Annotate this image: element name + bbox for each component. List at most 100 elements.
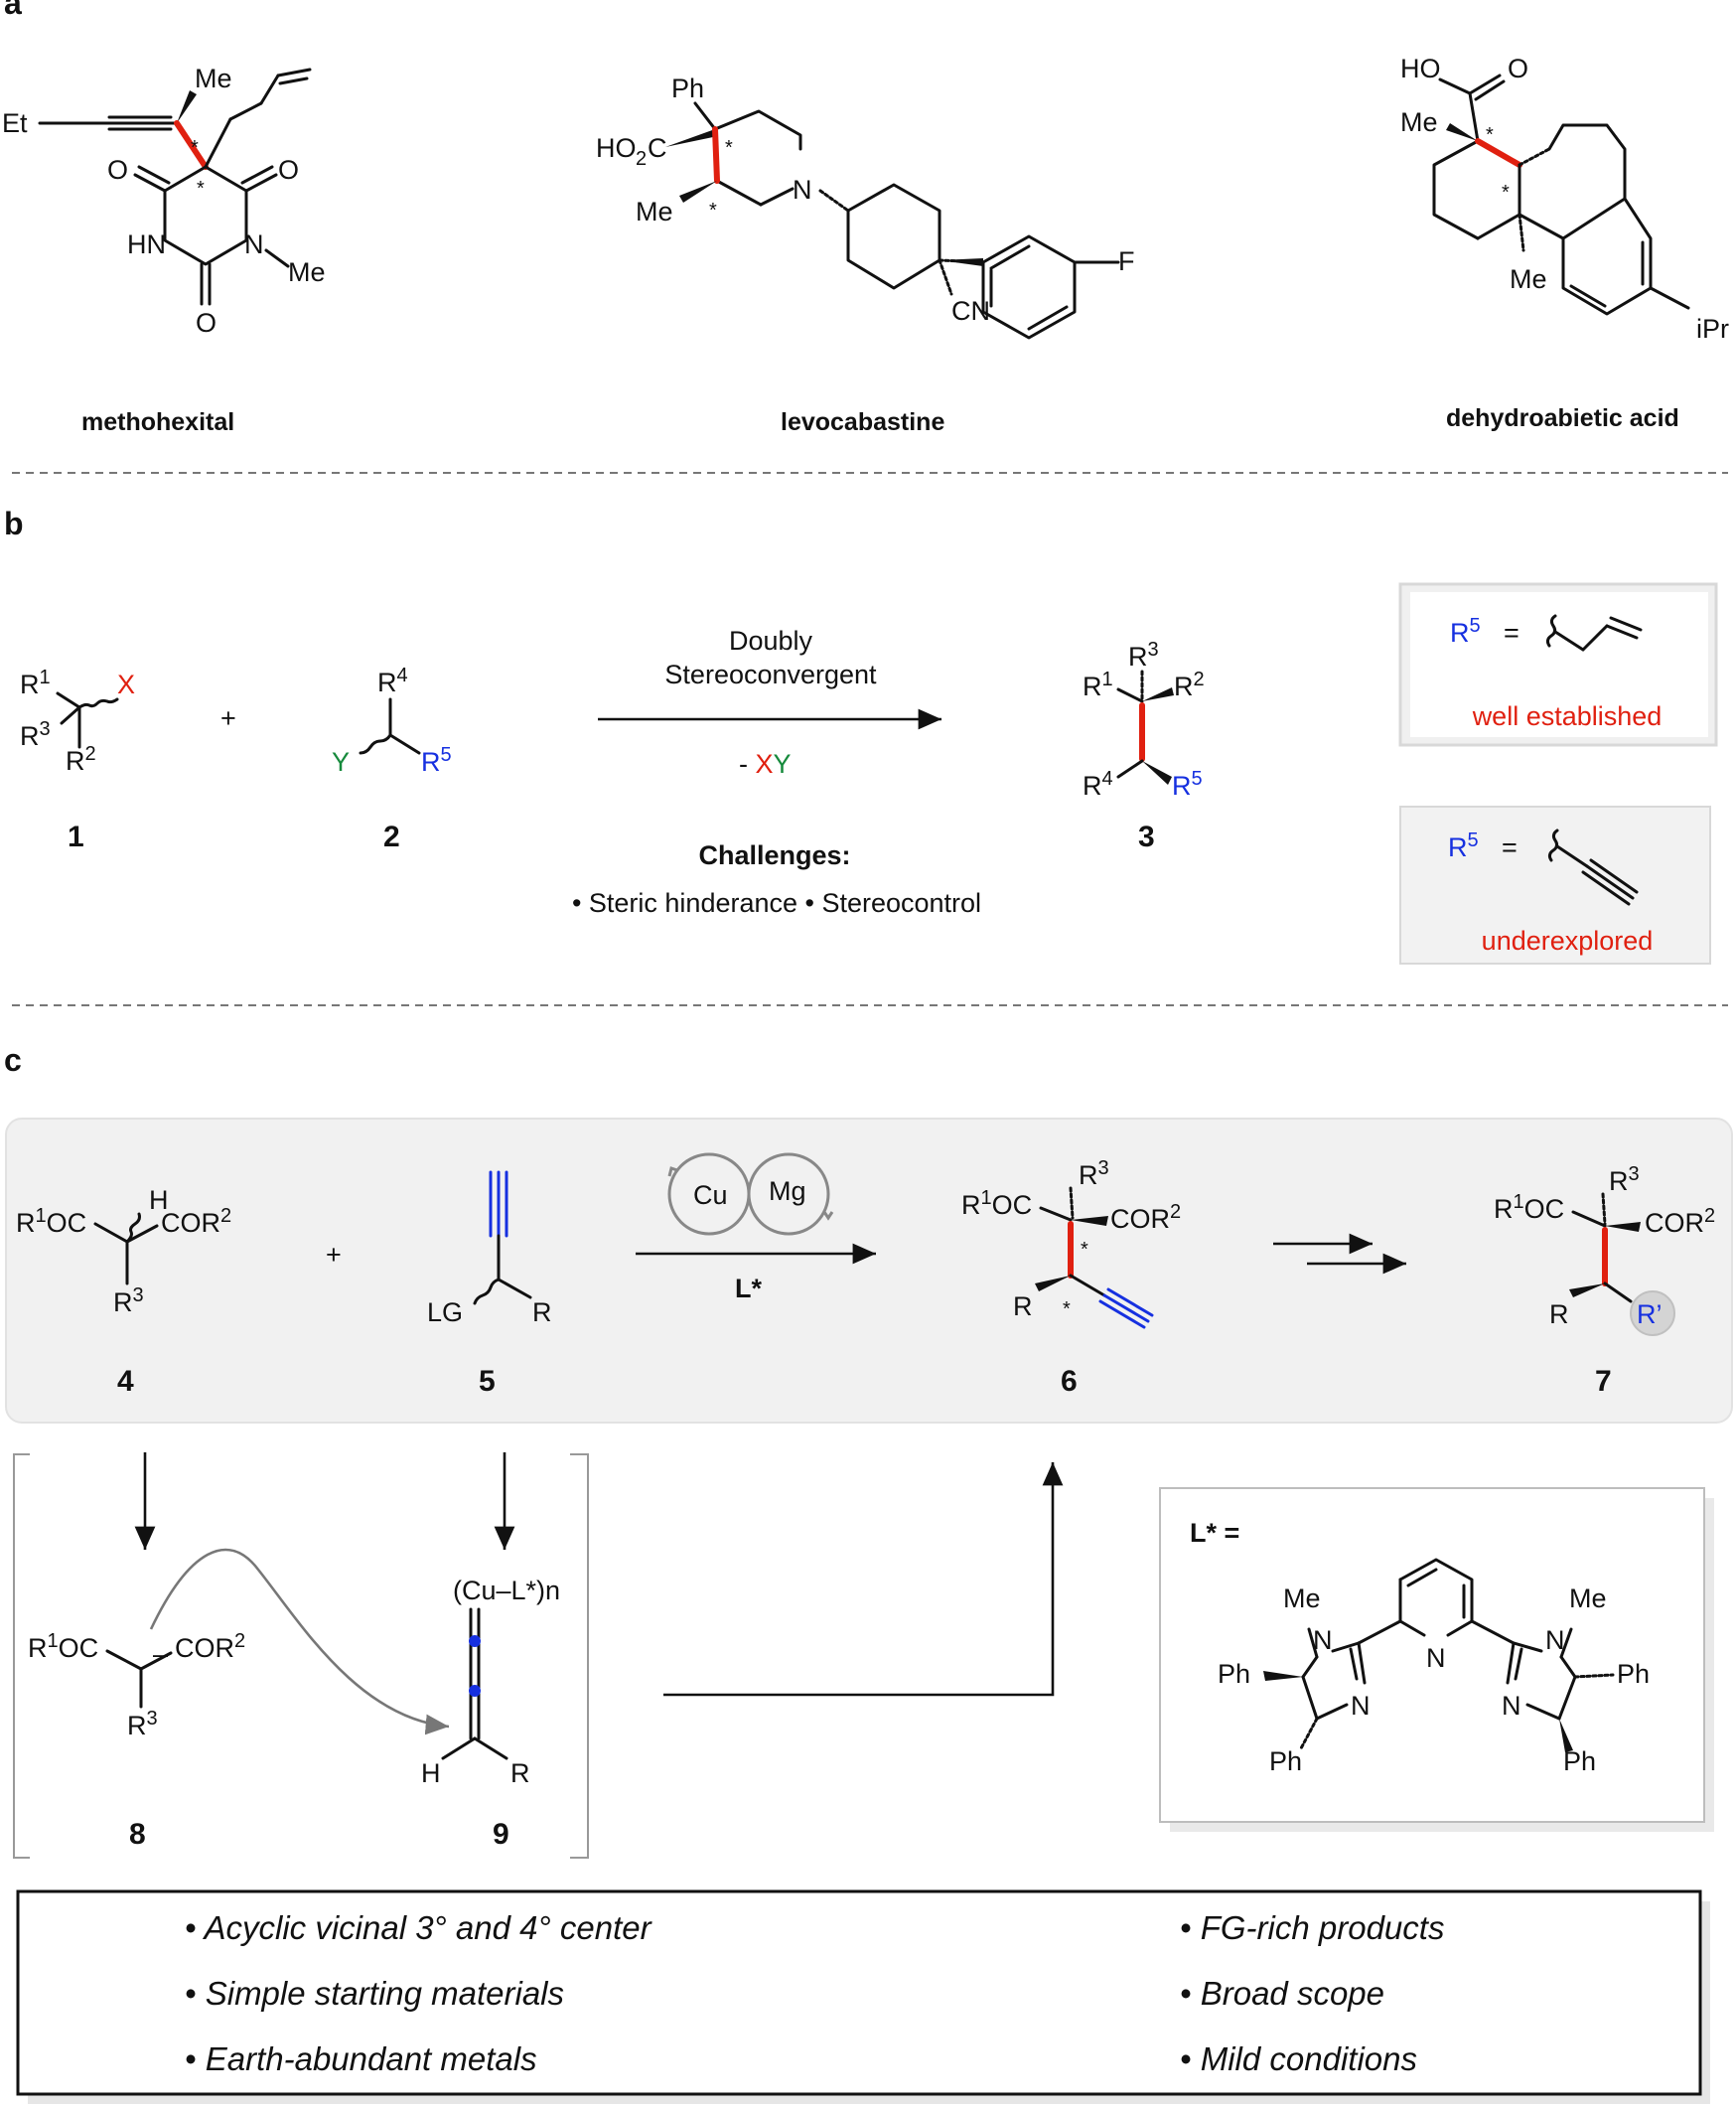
svg-text:R1: R1 [20,667,51,699]
svg-text:Me: Me [636,197,673,226]
svg-text:Me: Me [195,64,232,93]
svg-text:R3: R3 [127,1708,158,1740]
compound-5-structure: LG R [427,1170,552,1327]
compound-name-levocabastine: levocabastine [781,408,944,436]
svg-text:N: N [1502,1691,1521,1721]
svg-text:N: N [1545,1625,1565,1655]
svg-text:COR2: COR2 [175,1630,245,1663]
svg-text:- XY: - XY [739,749,792,779]
compound-8-structure: R1OC – COR2 R3 [28,1548,450,1740]
byproduct-x: X [756,749,774,779]
svg-text:R3: R3 [20,718,51,751]
cu-complex: (Cu–L*)n [453,1576,560,1605]
svg-text:LG: LG [427,1297,463,1327]
svg-text:R4: R4 [1083,768,1113,801]
svg-text:Me: Me [288,257,326,287]
svg-text:O: O [278,155,299,185]
svg-text:R1OC: R1OC [28,1630,98,1663]
svg-text:R1OC: R1OC [16,1205,86,1238]
catalyst-mg: Mg [769,1176,806,1206]
svg-text:R’: R’ [1637,1299,1663,1329]
compound-number-2: 2 [383,821,400,853]
methohexital-structure: Et Me * * O O HN N Me O [2,64,326,338]
svg-text:Doubly: Doubly [729,626,813,656]
svg-text:*: * [197,178,205,200]
compound-1-structure: R1 R3 R2 X [20,667,135,776]
svg-text:HO: HO [1400,54,1441,83]
svg-text:N: N [244,229,264,259]
svg-text:COR2: COR2 [161,1205,231,1238]
reaction-background [5,1118,1733,1424]
compound-number-5: 5 [479,1365,496,1398]
challenges-title: Challenges: [698,840,850,870]
r-prime-highlight [1630,1290,1675,1336]
compound-name-dehydroabietic-acid: dehydroabietic acid [1446,404,1679,432]
svg-text:Ph: Ph [1563,1746,1596,1776]
svg-text:L* =: L* = [1190,1518,1239,1548]
byproduct-y: Y [774,749,792,779]
panel-c-label: c [4,1042,22,1078]
compound-number-1: 1 [68,821,84,853]
svg-text:Me: Me [1283,1583,1321,1613]
plus-sign-c: + [326,1240,342,1270]
compound-name-methohexital: methohexital [81,408,234,436]
features-box: • Acyclic vicinal 3° and 4° center • Sim… [16,1889,1710,2104]
svg-text:H: H [421,1758,441,1788]
svg-text:N: N [1351,1691,1371,1721]
feature-left-1: • Acyclic vicinal 3° and 4° center [185,1909,653,1946]
svg-text:R5: R5 [1450,615,1481,648]
dehydroabietic-acid-structure: HO O Me * * Me iPr [1400,54,1729,344]
svg-text:R2: R2 [66,743,96,776]
compound-number-8: 8 [129,1818,146,1851]
convergence-arrow [663,1462,1064,1697]
svg-text:R: R [1013,1291,1033,1321]
ethyl-label: Et [2,108,28,138]
svg-text:=: = [1502,832,1518,862]
svg-text:COR2: COR2 [1645,1205,1715,1238]
svg-text:underexplored: underexplored [1482,926,1654,956]
svg-text:R1OC: R1OC [961,1187,1032,1220]
feature-right-3: • Mild conditions [1180,2040,1417,2077]
svg-text:HN: HN [127,229,166,259]
challenges-list: • Steric hinderance • Stereocontrol [572,888,981,918]
svg-text:*: * [191,137,199,159]
svg-text:X: X [117,670,135,699]
svg-text:COR2: COR2 [1110,1201,1181,1234]
svg-text:H: H [149,1185,169,1215]
svg-text:R5: R5 [1448,829,1479,862]
svg-text:O: O [196,308,217,338]
feature-right-1: • FG-rich products [1180,1909,1444,1946]
svg-text:Me: Me [1400,107,1438,137]
svg-text:Me: Me [1510,264,1547,294]
svg-text:Me: Me [1569,1583,1607,1613]
svg-text:F: F [1118,246,1135,276]
svg-text:=: = [1504,618,1519,648]
svg-text:O: O [107,155,128,185]
plus-sign-b: + [220,703,236,733]
compound-6-structure: R1OC R3 COR2 * R * [961,1157,1181,1329]
svg-text:*: * [709,200,717,222]
svg-text:R5: R5 [1172,768,1203,801]
svg-text:*: * [1502,182,1510,204]
svg-text:Y: Y [332,747,350,777]
compound-number-6: 6 [1061,1365,1078,1398]
compound-number-7: 7 [1595,1365,1612,1398]
catalyst-cycles: Cu Mg L* [636,1152,876,1303]
levocabastine-structure: Ph HO 2 C N * * Me CN F [596,74,1135,340]
svg-text:R3: R3 [1128,639,1159,672]
compound-number-3: 3 [1138,821,1155,853]
svg-text:R: R [1549,1299,1569,1329]
compound-9-structure: (Cu–L*)n H R [421,1576,560,1788]
svg-text:*: * [1486,124,1494,146]
catalyst-cu: Cu [693,1180,728,1210]
panel-b-label: b [4,506,24,541]
svg-text:*: * [725,137,733,159]
svg-text:R4: R4 [377,665,408,697]
svg-text:R1: R1 [1083,669,1113,701]
compound-7-structure: R1OC R3 COR2 R R’ [1494,1163,1715,1336]
svg-text:R2: R2 [1174,669,1205,701]
svg-text:well established: well established [1472,701,1663,731]
compound-2-structure: R4 Y R5 [332,665,452,777]
ligand-label: L* [735,1274,762,1303]
